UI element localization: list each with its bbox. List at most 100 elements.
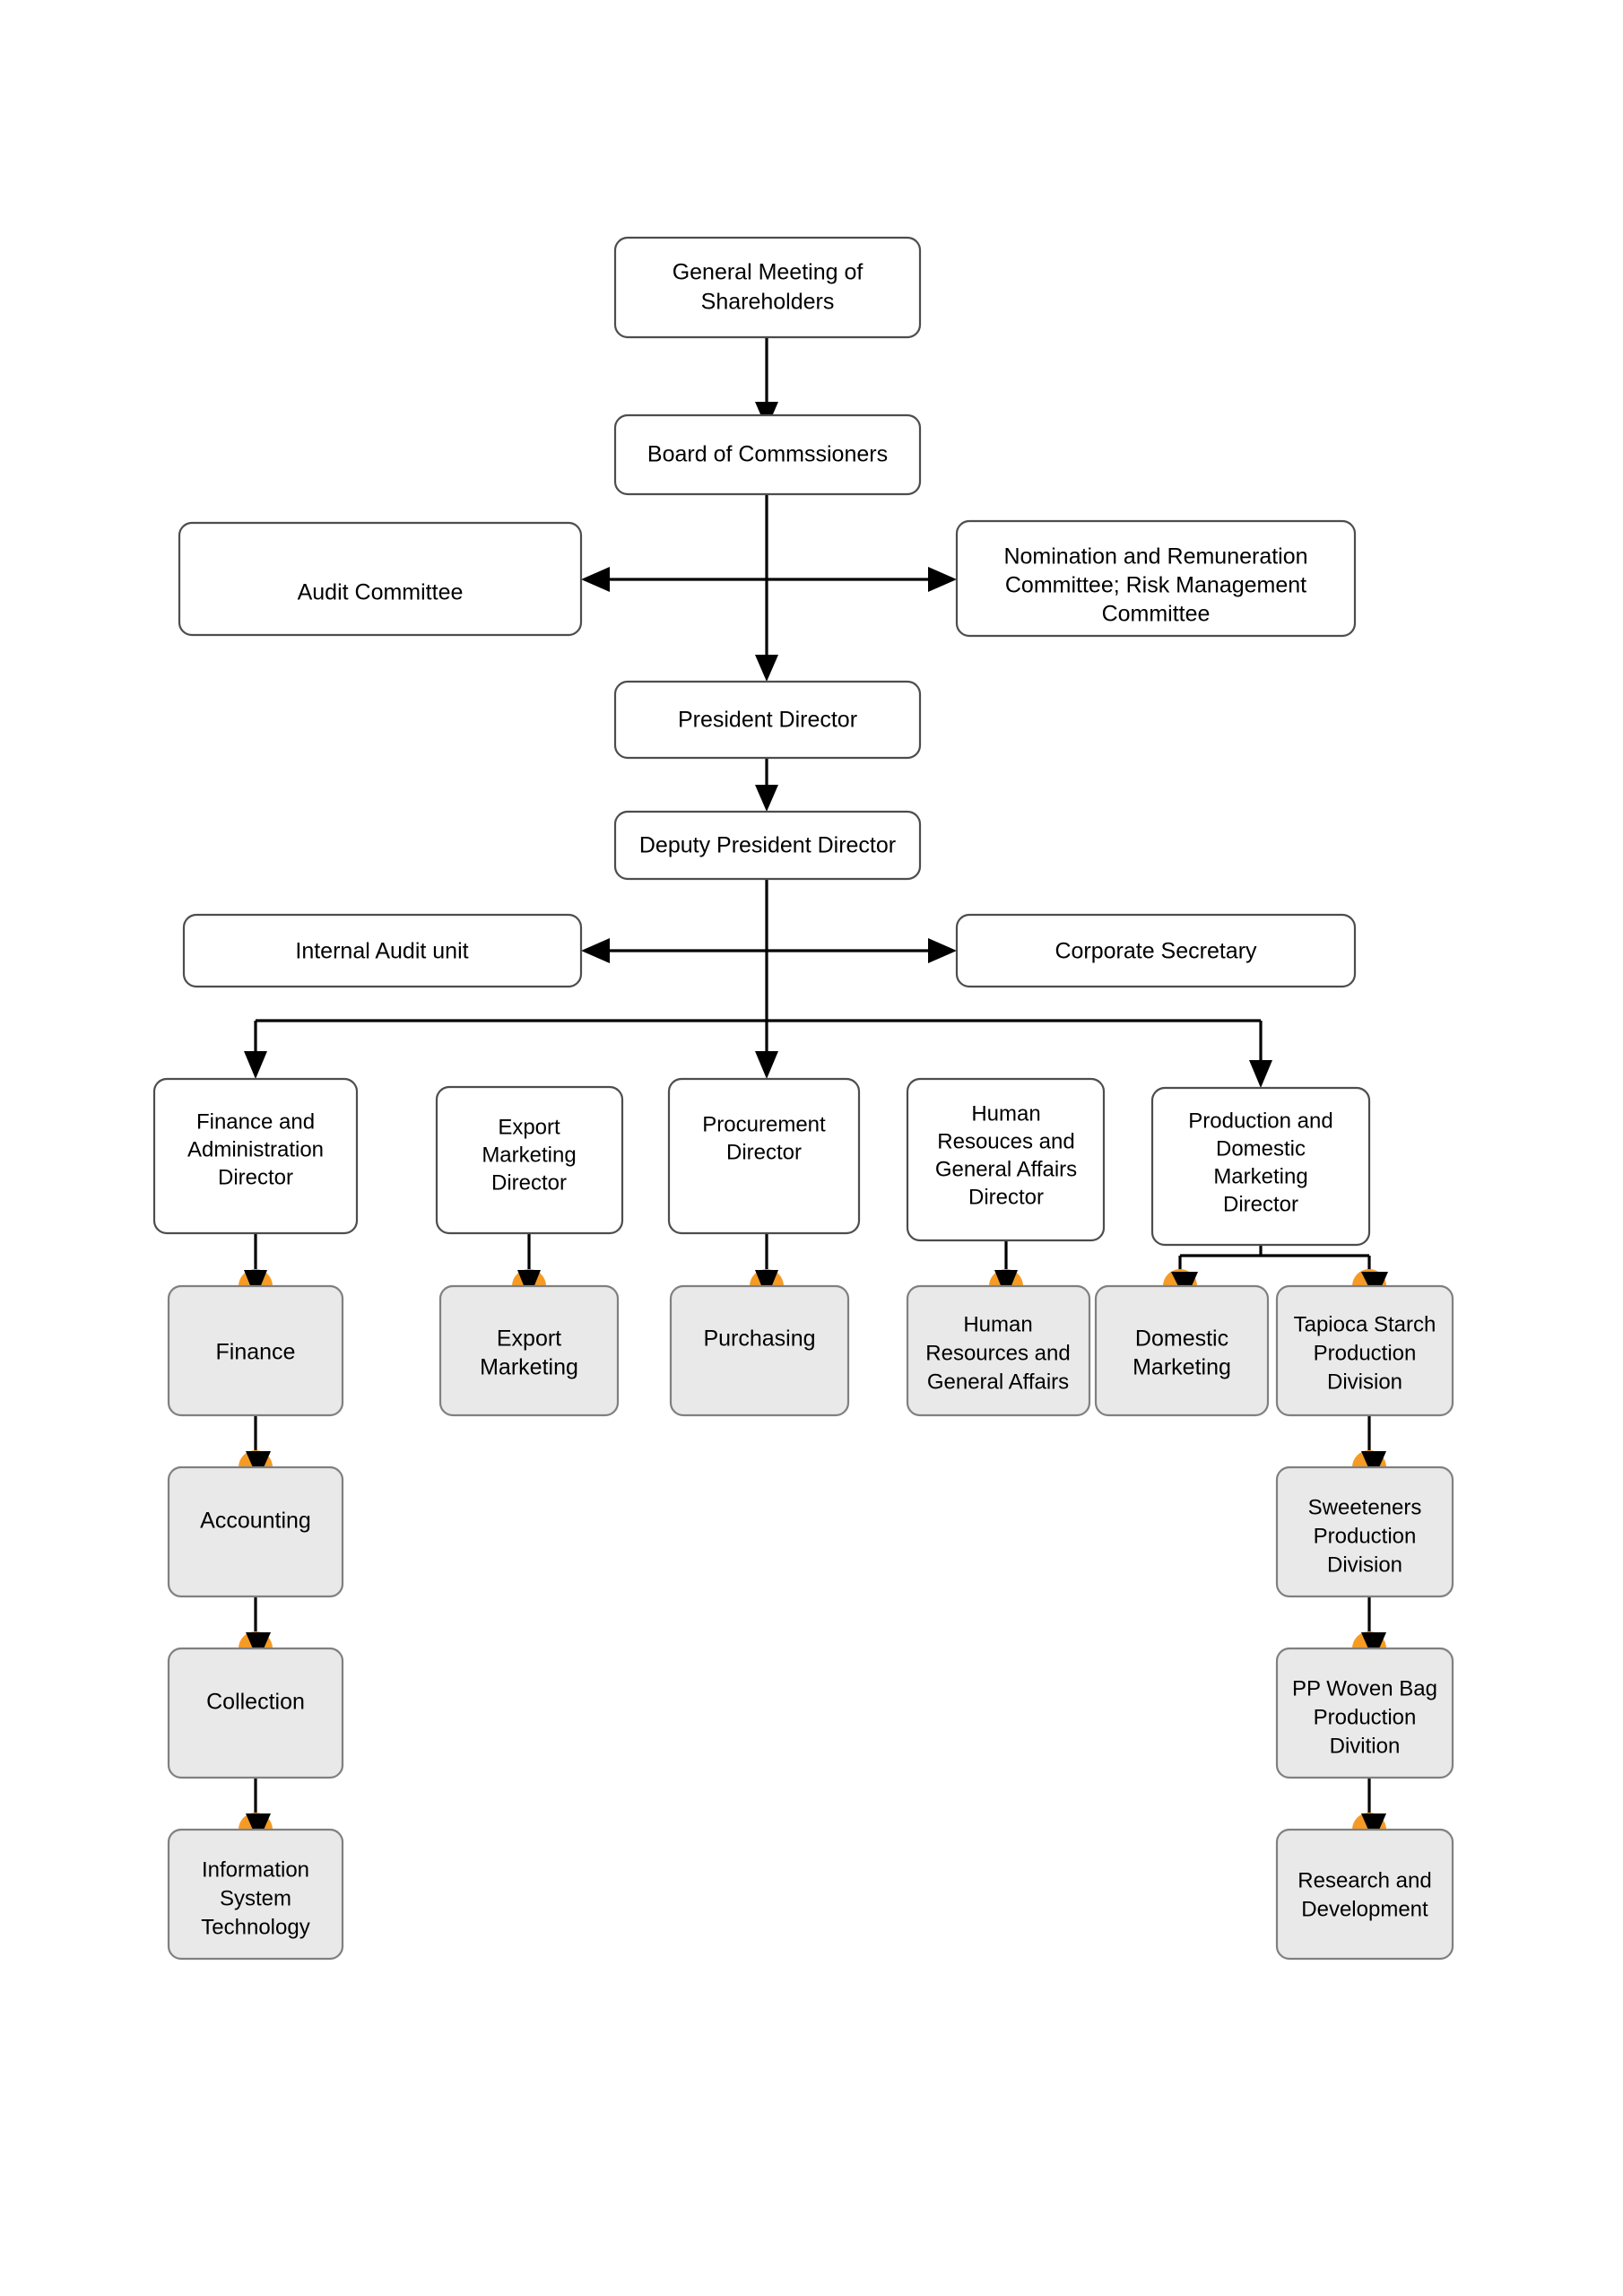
node-president-director-label: President Director <box>678 708 857 733</box>
node-internal-audit-unit-box[interactable] <box>182 913 583 988</box>
node-export-marketing-director[interactable]: Export Marketing Director <box>435 1085 624 1235</box>
node-purchasing[interactable]: Purchasing <box>669 1284 850 1417</box>
node-finance-box[interactable] <box>167 1284 344 1417</box>
node-tapioca-starch[interactable]: Tapioca Starch Production Division <box>1275 1284 1454 1417</box>
node-audit-committee[interactable]: Audit Committee <box>178 521 583 637</box>
node-hr-ga-box[interactable] <box>906 1284 1091 1417</box>
node-purchasing-box[interactable] <box>669 1284 850 1417</box>
node-hr-ga-director-box[interactable] <box>906 1077 1106 1242</box>
node-accounting-box[interactable] <box>167 1465 344 1598</box>
node-hr-ga-director[interactable]: Human Resouces and General Affairs Direc… <box>906 1077 1106 1242</box>
node-pp-woven-bag[interactable]: PP Woven Bag Production Divition <box>1275 1647 1454 1779</box>
node-export-marketing-box[interactable] <box>438 1284 620 1417</box>
arrowhead-internal-audit-left <box>581 938 610 963</box>
node-information-system-technology-line-1: System <box>220 1886 291 1910</box>
node-hr-ga-line-0: Human <box>963 1312 1032 1336</box>
node-production-domestic-director-box[interactable] <box>1150 1086 1371 1247</box>
node-export-marketing-director-line-1: Marketing <box>482 1143 576 1167</box>
node-nomination-committee-box[interactable] <box>955 519 1357 638</box>
arrowhead-audit-left <box>581 567 610 592</box>
node-domestic-marketing-line-0: Domestic <box>1135 1326 1228 1352</box>
arrowhead-collection <box>246 1632 271 1661</box>
arrowhead-ppwoven <box>1361 1632 1386 1661</box>
nodes-layer: General Meeting of Shareholders Board of… <box>152 236 1454 1961</box>
arrowhead-accounting <box>246 1451 271 1480</box>
arrowhead-rnd <box>1361 1813 1386 1842</box>
node-production-domestic-director[interactable]: Production and Domestic Marketing Direct… <box>1150 1086 1371 1247</box>
arrowhead-finance <box>244 1270 267 1299</box>
arrowhead-hr-ga <box>994 1270 1018 1299</box>
node-president-director-box[interactable] <box>613 680 922 760</box>
node-nomination-committee[interactable]: Nomination and Remuneration Committee; R… <box>955 519 1357 638</box>
node-finance-admin-director[interactable]: Finance and Administration Director <box>152 1077 359 1235</box>
node-general-meeting[interactable]: General Meeting of Shareholders <box>613 236 922 339</box>
node-procurement-director[interactable]: Procurement Director <box>667 1077 861 1235</box>
arrowhead-sweeteners <box>1361 1451 1386 1480</box>
node-information-system-technology-box[interactable] <box>167 1828 344 1961</box>
node-internal-audit-unit[interactable]: Internal Audit unit <box>182 913 583 988</box>
node-research-development-line-1: Development <box>1301 1897 1428 1921</box>
node-corporate-secretary-box[interactable] <box>955 913 1357 988</box>
arrowhead-purchasing <box>755 1270 778 1299</box>
node-finance[interactable]: Finance <box>167 1284 344 1417</box>
node-collection[interactable]: Collection <box>167 1647 344 1779</box>
node-internal-audit-unit-label: Internal Audit unit <box>295 939 468 964</box>
node-board-commissioners-box[interactable] <box>613 413 922 496</box>
node-accounting[interactable]: Accounting <box>167 1465 344 1598</box>
node-export-marketing-director-box[interactable] <box>435 1085 624 1235</box>
node-finance-admin-director-line-1: Administration <box>187 1137 324 1161</box>
node-information-system-technology[interactable]: Information System Technology <box>167 1828 344 1961</box>
node-corporate-secretary[interactable]: Corporate Secretary <box>955 913 1357 988</box>
node-audit-committee-box[interactable] <box>178 521 583 637</box>
node-general-meeting-line-0: General Meeting of <box>673 260 864 285</box>
arrowhead-ist <box>246 1813 271 1842</box>
node-sweeteners[interactable]: Sweeteners Production Division <box>1275 1465 1454 1598</box>
arrowhead-finance-director <box>244 1051 267 1079</box>
node-general-meeting-line-1: Shareholders <box>701 290 835 315</box>
node-general-meeting-box[interactable] <box>613 236 922 339</box>
node-sweeteners-line-2: Division <box>1327 1552 1402 1577</box>
node-domestic-marketing[interactable]: Domestic Marketing <box>1094 1284 1270 1417</box>
node-hr-ga-director-line-0: Human <box>971 1101 1040 1126</box>
node-corporate-secretary-label: Corporate Secretary <box>1055 939 1257 964</box>
node-accounting-label: Accounting <box>200 1509 311 1534</box>
node-research-development[interactable]: Research and Development <box>1275 1828 1454 1961</box>
node-board-commissioners-label: Board of Commssioners <box>647 442 888 467</box>
arrowhead-pd <box>755 655 778 682</box>
node-pp-woven-bag-line-0: PP Woven Bag <box>1292 1676 1437 1700</box>
node-sweeteners-line-1: Production <box>1314 1524 1417 1548</box>
node-hr-ga[interactable]: Human Resources and General Affairs <box>906 1284 1091 1417</box>
node-finance-label: Finance <box>216 1340 296 1365</box>
node-hr-ga-director-line-3: Director <box>968 1185 1044 1209</box>
node-finance-admin-director-box[interactable] <box>152 1077 359 1235</box>
node-deputy-president-director[interactable]: Deputy President Director <box>613 810 922 881</box>
node-board-commissioners[interactable]: Board of Commssioners <box>613 413 922 496</box>
node-hr-ga-line-2: General Affairs <box>927 1370 1069 1394</box>
node-deputy-president-director-box[interactable] <box>613 810 922 881</box>
arrowhead-export-marketing <box>517 1270 541 1299</box>
node-collection-box[interactable] <box>167 1647 344 1779</box>
node-export-marketing[interactable]: Export Marketing <box>438 1284 620 1417</box>
node-procurement-director-line-1: Director <box>726 1140 802 1164</box>
arrowhead-dpd <box>755 785 778 812</box>
node-procurement-director-box[interactable] <box>667 1077 861 1235</box>
node-research-development-box[interactable] <box>1275 1828 1454 1961</box>
arrowhead-production-director <box>1249 1060 1272 1088</box>
node-sweeteners-line-0: Sweeteners <box>1308 1495 1422 1519</box>
node-president-director[interactable]: President Director <box>613 680 922 760</box>
node-tapioca-starch-box[interactable] <box>1275 1284 1454 1417</box>
node-nomination-committee-line-1: Committee; Risk Management <box>1005 573 1306 598</box>
node-tapioca-starch-line-1: Production <box>1314 1341 1417 1365</box>
node-domestic-marketing-box[interactable] <box>1094 1284 1270 1417</box>
node-pp-woven-bag-line-2: Divition <box>1330 1734 1401 1758</box>
node-sweeteners-box[interactable] <box>1275 1465 1454 1598</box>
node-export-marketing-director-line-2: Director <box>491 1170 567 1195</box>
node-pp-woven-bag-box[interactable] <box>1275 1647 1454 1779</box>
node-procurement-director-line-0: Procurement <box>702 1112 826 1136</box>
node-domestic-marketing-line-1: Marketing <box>1133 1355 1231 1380</box>
node-collection-label: Collection <box>206 1690 305 1715</box>
arrowhead-nomination-right <box>928 567 957 592</box>
node-tapioca-starch-line-0: Tapioca Starch <box>1294 1312 1436 1336</box>
node-information-system-technology-line-2: Technology <box>201 1915 309 1939</box>
